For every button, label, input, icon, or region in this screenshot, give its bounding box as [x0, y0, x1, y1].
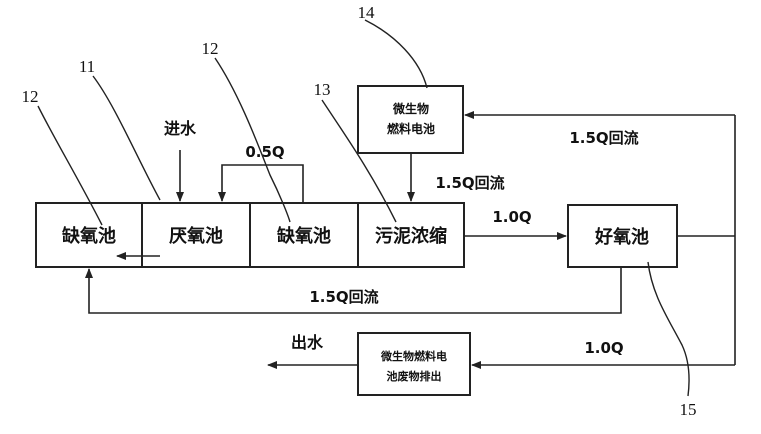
anoxic-tank-left-label: 缺氧池: [61, 225, 116, 247]
ref-12-mid-leader: [214, 57, 291, 223]
flow-1.0q-label-b: 1.0Q: [584, 339, 623, 357]
anoxic-tank-middle-label: 缺氧池: [276, 225, 331, 247]
sludge-thickening-tank: [357, 202, 465, 268]
flow-1.0q-label-a: 1.0Q: [492, 208, 531, 226]
ref-15: 15: [680, 400, 697, 419]
aerobic-tank-label: 好氧池: [594, 226, 649, 248]
anoxic-tank-left: [35, 202, 143, 268]
mfc-label-line2: 燃料电池: [387, 121, 435, 136]
waste-label-line2: 池废物排出: [387, 369, 442, 383]
ref-11: 11: [79, 57, 95, 76]
waste-label-line1: 微生物燃料电: [380, 349, 447, 363]
recycle-bottom-label: 1.5Q回流: [309, 288, 378, 306]
ref-12-mid: 12: [202, 39, 219, 58]
ref-11-leader: [92, 75, 161, 201]
influent-label: 进水: [164, 119, 197, 138]
aerobic-tank: [567, 204, 678, 268]
ref-14: 14: [358, 3, 376, 22]
ref-12-left-leader: [37, 105, 103, 226]
recycle-bottom-arrow: [85, 267, 622, 314]
ref-13: 13: [314, 80, 331, 99]
microbial-fuel-cell: [357, 85, 464, 154]
ref-15-leader: [647, 261, 690, 397]
recycle-top-label: 1.5Q回流: [569, 129, 638, 147]
ref-13-leader: [321, 99, 397, 223]
sludge-thickening-label: 污泥浓缩: [375, 225, 447, 247]
mfc-label-line1: 微生物: [392, 101, 429, 116]
ref-12-left: 12: [22, 87, 39, 106]
anoxic-tank-middle: [249, 202, 359, 268]
recycle-mid-label: 1.5Q回流: [435, 174, 504, 192]
mfc-waste-discharge: [357, 332, 471, 396]
ref-14-leader: [364, 19, 428, 89]
split-0.5q-arrow: [218, 164, 304, 203]
split-0.5q-label: 0.5Q: [245, 143, 284, 161]
effluent-label: 出水: [291, 333, 324, 352]
anaerobic-tank-label: 厌氧池: [169, 225, 223, 247]
